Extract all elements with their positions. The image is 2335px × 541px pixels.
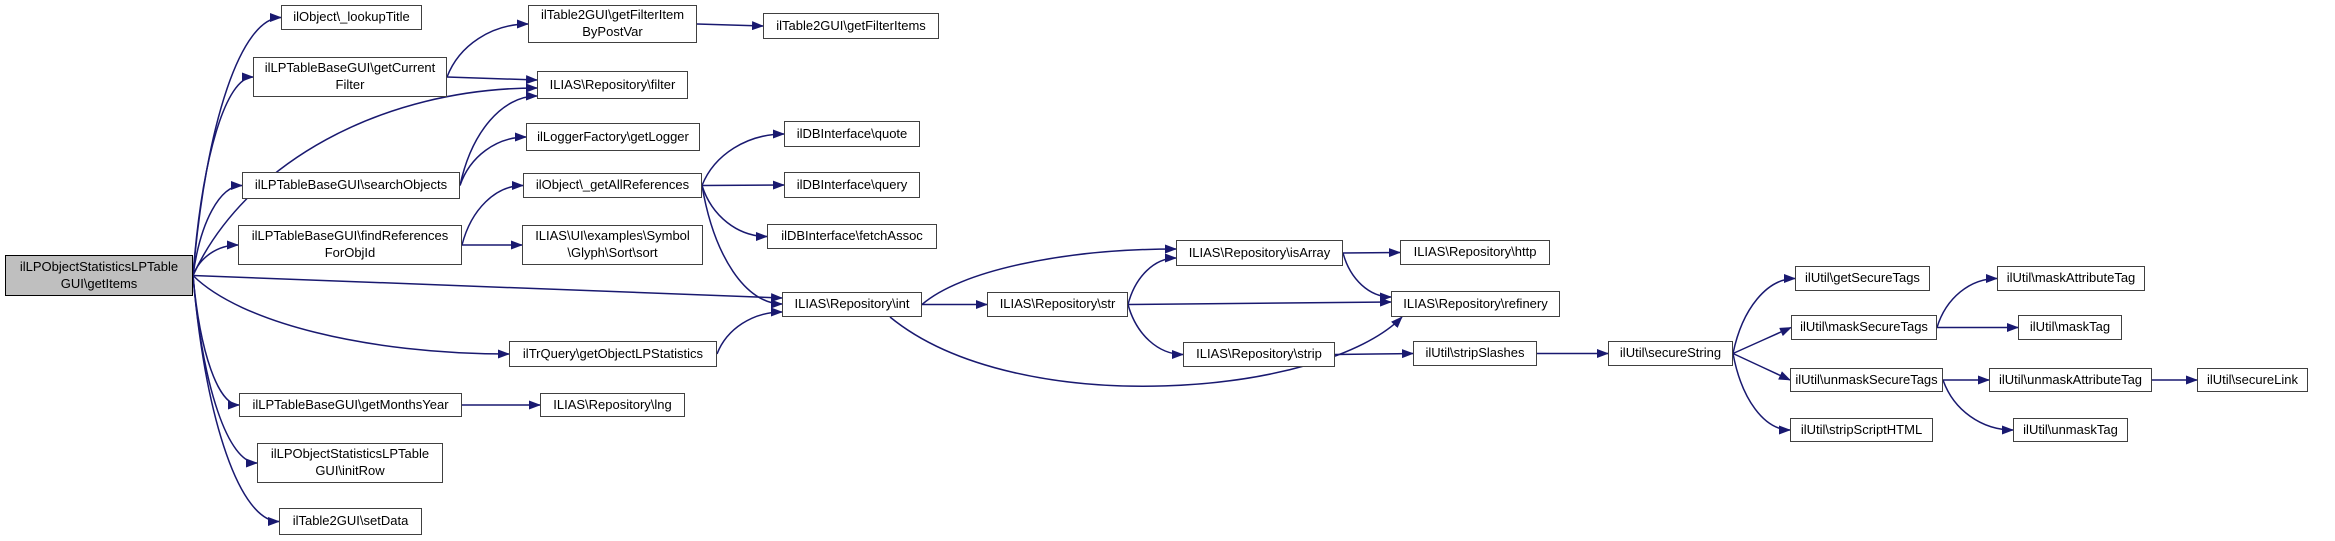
edge-unmaskSecureTags-unmaskTag [1942, 379, 2014, 435]
graph-node-maskSecureTags[interactable]: ilUtil\maskSecureTags [1791, 315, 1937, 340]
graph-node-getObjectLPStatistics[interactable]: ilTrQuery\getObjectLPStatistics [509, 341, 717, 367]
graph-node-str[interactable]: ILIAS\Repository\str [987, 292, 1128, 317]
graph-node-getSecureTags[interactable]: ilUtil\getSecureTags [1795, 266, 1930, 291]
edge-searchObjects-getLogger [459, 132, 527, 186]
graph-node-fetchAssoc[interactable]: ilDBInterface\fetchAssoc [767, 224, 937, 249]
edge-getAllReferences-int [701, 185, 783, 309]
graph-node-lookupTitle[interactable]: ilObject\_lookupTitle [281, 5, 422, 30]
edge-secureString-stripScriptHTML [1732, 353, 1791, 435]
edge-maskSecureTags-maskAttributeTag [1936, 274, 1998, 328]
graph-node-getMonthsYear[interactable]: ilLPTableBaseGUI\getMonthsYear [239, 393, 462, 417]
graph-node-searchObjects[interactable]: ilLPTableBaseGUI\searchObjects [242, 172, 460, 199]
edge-getAllReferences-fetchAssoc [701, 185, 768, 241]
graph-node-strip[interactable]: ILIAS\Repository\strip [1183, 342, 1335, 367]
graph-node-stripSlashes[interactable]: ilUtil\stripSlashes [1413, 341, 1537, 366]
edge-getCurrentFilter-filter [446, 75, 538, 85]
graph-node-unmaskAttributeTag[interactable]: ilUtil\unmaskAttributeTag [1989, 368, 2152, 392]
graph-node-maskTag[interactable]: ilUtil\maskTag [2018, 315, 2122, 340]
graph-node-int[interactable]: ILIAS\Repository\int [782, 292, 922, 317]
graph-node-lng[interactable]: ILIAS\Repository\lng [540, 393, 685, 417]
edge-getItems-searchObjects [192, 181, 243, 276]
graph-node-findReferencesForObjId[interactable]: ilLPTableBaseGUI\findReferences ForObjId [238, 225, 462, 265]
graph-node-refinery[interactable]: ILIAS\Repository\refinery [1391, 291, 1560, 317]
edge-int-refinery [889, 316, 1403, 387]
graph-node-unmaskTag[interactable]: ilUtil\unmaskTag [2013, 418, 2128, 442]
edge-getFilterItemByPostVar-getFilterItems [696, 21, 764, 31]
edge-getItems-int [192, 274, 783, 303]
edge-getCurrentFilter-getFilterItemByPostVar [446, 19, 529, 78]
edge-getItems-findReferencesForObjId [192, 240, 239, 276]
graph-node-stripScriptHTML[interactable]: ilUtil\stripScriptHTML [1790, 418, 1933, 442]
edge-getItems-getCurrentFilter [192, 72, 254, 276]
graph-node-http[interactable]: ILIAS\Repository\http [1400, 240, 1550, 265]
edge-str-isArray [1127, 253, 1177, 305]
graph-node-getLogger[interactable]: ilLoggerFactory\getLogger [526, 123, 700, 151]
graph-node-isArray[interactable]: ILIAS\Repository\isArray [1176, 240, 1343, 266]
graph-node-secureLink[interactable]: ilUtil\secureLink [2197, 368, 2308, 392]
graph-node-initRow[interactable]: ilLPObjectStatisticsLPTable GUI\initRow [257, 443, 443, 483]
edge-isArray-refinery [1342, 252, 1392, 302]
edge-getItems-getObjectLPStatistics [192, 274, 510, 359]
edge-int-isArray [921, 244, 1177, 306]
graph-node-query[interactable]: ilDBInterface\query [784, 172, 920, 198]
edge-secureString-unmaskSecureTags [1732, 352, 1791, 381]
edge-str-refinery [1127, 297, 1392, 307]
edge-getItems-initRow [192, 275, 258, 468]
edge-isArray-http [1342, 248, 1401, 258]
edge-strip-stripSlashes [1334, 349, 1414, 359]
graph-node-getFilterItemByPostVar[interactable]: ilTable2GUI\getFilterItem ByPostVar [528, 5, 697, 43]
graph-node-filter[interactable]: ILIAS\Repository\filter [537, 71, 688, 99]
edge-getAllReferences-query [701, 180, 785, 190]
graph-node-getFilterItems[interactable]: ilTable2GUI\getFilterItems [763, 13, 939, 39]
edge-secureString-getSecureTags [1732, 274, 1796, 354]
edge-findReferencesForObjId-getAllReferences [461, 181, 524, 246]
edge-secureString-maskSecureTags [1732, 326, 1792, 355]
edge-searchObjects-filter [459, 91, 538, 186]
edge-str-strip [1127, 304, 1184, 359]
graph-node-quote[interactable]: ilDBInterface\quote [784, 121, 920, 147]
edge-getObjectLPStatistics-int [716, 307, 783, 355]
graph-node-maskAttributeTag[interactable]: ilUtil\maskAttributeTag [1997, 266, 2145, 291]
graph-node-unmaskSecureTags[interactable]: ilUtil\unmaskSecureTags [1790, 368, 1943, 392]
graph-node-setData[interactable]: ilTable2GUI\setData [279, 508, 422, 535]
edge-getItems-setData [192, 275, 280, 526]
graph-node-secureString[interactable]: ilUtil\secureString [1608, 341, 1733, 366]
graph-node-getCurrentFilter[interactable]: ilLPTableBaseGUI\getCurrent Filter [253, 57, 447, 97]
edge-getAllReferences-quote [701, 129, 785, 186]
graph-node-getItems: ilLPObjectStatisticsLPTable GUI\getItems [5, 255, 193, 296]
graph-node-getAllReferences[interactable]: ilObject\_getAllReferences [523, 173, 702, 198]
graph-node-sortSort[interactable]: ILIAS\UI\examples\Symbol \Glyph\Sort\sor… [522, 225, 703, 265]
edge-getItems-filter [192, 83, 538, 276]
